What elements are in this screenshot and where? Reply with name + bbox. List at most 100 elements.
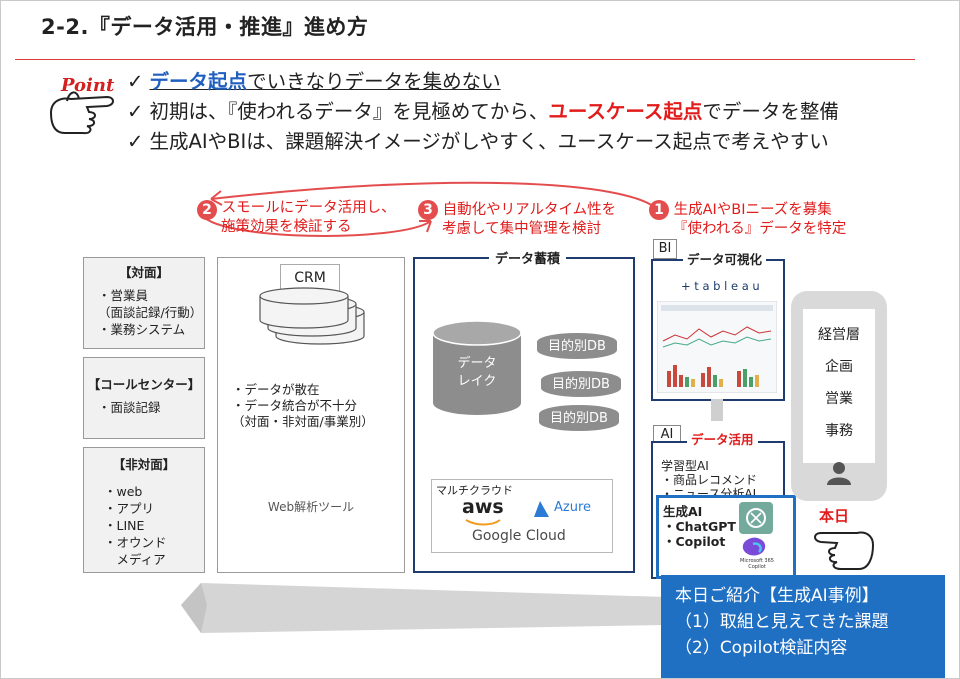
- user-role: 営業: [825, 391, 853, 407]
- step-number-badge: 2: [197, 200, 217, 220]
- source-face-to-face: 【対面】 ・営業員 （面談記録/行動） ・業務システム: [83, 257, 205, 349]
- user-role: 企画: [825, 359, 853, 375]
- title-divider: [15, 59, 915, 60]
- aws-logo: aws: [462, 496, 504, 518]
- crm-label: CRM: [280, 264, 340, 292]
- data-lake-label: データ レイク: [429, 355, 525, 391]
- azure-icon: [534, 501, 549, 517]
- multicloud-label: マルチクラウド: [436, 484, 513, 497]
- crm-panel: CRM ・データが散在 ・データ統合が不十分 （対面・非対面/事業別） Web解…: [217, 257, 405, 573]
- gen-ai-title: 生成AI: [663, 504, 703, 519]
- source-item: メディア: [104, 552, 166, 567]
- multicloud-box: マルチクラウド aws Azure Google Cloud: [431, 479, 613, 553]
- flow-back-arrow: [181, 583, 667, 633]
- crm-notes: ・データが散在 ・データ統合が不十分 （対面・非対面/事業別）: [232, 382, 374, 430]
- source-item: ・面談記録: [98, 400, 161, 415]
- web-analytics-tool: Web解析ツール: [267, 500, 355, 514]
- purpose-db: 目的別DB: [539, 405, 619, 431]
- point-label: Point: [61, 75, 115, 96]
- step-number-badge: 1: [649, 200, 669, 220]
- page-title: 2-2.『データ活用・推進』進め方: [41, 15, 369, 39]
- bullet-2-text-a: 初期は、『使われるデータ』を見極めてから、: [149, 100, 549, 123]
- user-roles: 経営層 企画 営業 事務: [803, 309, 875, 463]
- learning-ai-item: ・商品レコメンド: [661, 473, 758, 487]
- pointing-hand-icon: [49, 91, 114, 135]
- bi-ai-connector: [711, 399, 723, 421]
- microsoft-copilot-note: Microsoft 365 Copilot: [740, 558, 774, 570]
- bullet-1-highlight: データ起点: [149, 70, 248, 93]
- aws-smile-icon: [465, 519, 501, 526]
- source-item: ・営業員: [98, 288, 149, 303]
- data-lake-cylinder: [432, 320, 522, 415]
- learning-ai-block: 学習型AI ・商品レコメンド ・ニュース分析AI: [661, 459, 757, 501]
- step-2-line1: スモールにデータ活用し、: [221, 200, 396, 216]
- source-title: 【コールセンター】: [87, 377, 201, 392]
- chatgpt-icon: [739, 502, 773, 534]
- step-1: 1 生成AIやBIニーズを募集『使われる』データを特定: [649, 200, 846, 239]
- check-icon: ✓: [127, 70, 144, 93]
- user-role: 経営層: [818, 327, 860, 343]
- step-1-line2: 『使われる』データを特定: [673, 221, 847, 237]
- crm-note: （対面・非対面/事業別）: [232, 414, 374, 429]
- gen-ai-item: ・Copilot: [663, 534, 726, 549]
- bi-panel: データ可視化 + t a b l e a u: [651, 249, 785, 401]
- user-role: 事務: [825, 423, 853, 439]
- device-frame: 経営層 企画 営業 事務: [791, 291, 887, 501]
- bullet-3: ✓ 生成AIやBIは、課題解決イメージがしやすく、ユースケース起点で考えやすい: [127, 127, 839, 157]
- source-item: ・web: [104, 484, 143, 499]
- step-3-line2: 考慮して集中管理を検討: [442, 221, 602, 237]
- callout-line: （1）取組と見えてきた課題: [675, 612, 889, 632]
- bi-tag: BI: [653, 239, 677, 259]
- source-item: （面談記録/行動）: [98, 305, 203, 320]
- pointing-hand-left-icon: [814, 531, 875, 570]
- source-non-face: 【非対面】 ・web ・アプリ ・LINE ・オウンド メディア: [83, 447, 205, 573]
- source-item: ・業務システム: [98, 322, 186, 337]
- step-number-badge: 3: [418, 200, 438, 220]
- bullet-2-text-b: でデータを整備: [702, 100, 839, 123]
- bullet-2: ✓ 初期は、『使われるデータ』を見極めてから、ユースケース起点でデータを整備: [127, 97, 839, 127]
- step-3-line1: 自動化やリアルタイム性を: [442, 202, 617, 218]
- step-2: 2 スモールにデータ活用し、施策効果を検証する: [197, 200, 396, 239]
- gen-ai-block: 生成AI ・ChatGPT ・Copilot: [663, 504, 736, 549]
- azure-logo: Azure: [554, 500, 592, 515]
- source-item: ・オウンド: [104, 535, 167, 550]
- generative-ai-box: 生成AI ・ChatGPT ・Copilot Microsoft 365 Cop…: [656, 495, 796, 579]
- tableau-logo: + t a b l e a u: [681, 279, 760, 293]
- bullet-3-text: 生成AIやBIは、課題解決イメージがしやすく、ユースケース起点で考えやすい: [149, 130, 829, 153]
- learning-ai-title: 学習型AI: [661, 459, 709, 473]
- source-call-center: 【コールセンター】 ・面談記録: [83, 357, 205, 439]
- crm-database-icon: [259, 287, 365, 345]
- gen-ai-item: ・ChatGPT: [663, 519, 736, 534]
- user-icon: [827, 462, 851, 485]
- bullet-1-text: でいきなりデータを集めない: [247, 70, 501, 93]
- purpose-db: 目的別DB: [537, 333, 617, 359]
- source-title: 【対面】: [118, 265, 169, 280]
- bullet-1: ✓ データ起点でいきなりデータを集めない: [127, 67, 839, 97]
- step-3: 3 自動化やリアルタイム性を考慮して集中管理を検討: [418, 200, 616, 239]
- today-callout: 本日ご紹介【生成AI事例】 （1）取組と見えてきた課題 （2）Copilot検証…: [661, 575, 945, 678]
- google-cloud-logo: Google Cloud: [472, 528, 566, 544]
- step-1-line1: 生成AIやBIニーズを募集: [673, 202, 832, 218]
- copilot-icon: [742, 537, 766, 556]
- callout-line: （2）Copilot検証内容: [675, 638, 848, 658]
- source-item: ・LINE: [104, 518, 145, 533]
- crm-note: ・データが散在: [232, 382, 320, 397]
- crm-note: ・データ統合が不十分: [232, 398, 358, 413]
- purpose-db: 目的別DB: [541, 371, 621, 397]
- check-icon: ✓: [127, 100, 144, 123]
- data-lake-text: レイク: [457, 374, 497, 389]
- source-title: 【非対面】: [112, 457, 176, 472]
- dashboard-screenshot: [657, 301, 777, 393]
- data-storage-panel: データ蓄積 データ レイク 目的別DB 目的別DB 目的別DB マルチクラウド …: [413, 248, 635, 573]
- bi-title: データ可視化: [683, 249, 767, 268]
- source-item: ・アプリ: [104, 501, 155, 516]
- callout-line: 本日ご紹介【生成AI事例】: [675, 586, 879, 606]
- data-storage-title: データ蓄積: [489, 248, 567, 267]
- data-lake-text: データ: [457, 356, 497, 371]
- ai-tag: AI: [653, 425, 681, 445]
- today-label: 本日: [819, 507, 850, 525]
- ai-title: データ活用: [687, 429, 758, 448]
- point-bullets: ✓ データ起点でいきなりデータを集めない ✓ 初期は、『使われるデータ』を見極め…: [127, 67, 839, 157]
- bullet-2-highlight: ユースケース起点: [548, 100, 703, 123]
